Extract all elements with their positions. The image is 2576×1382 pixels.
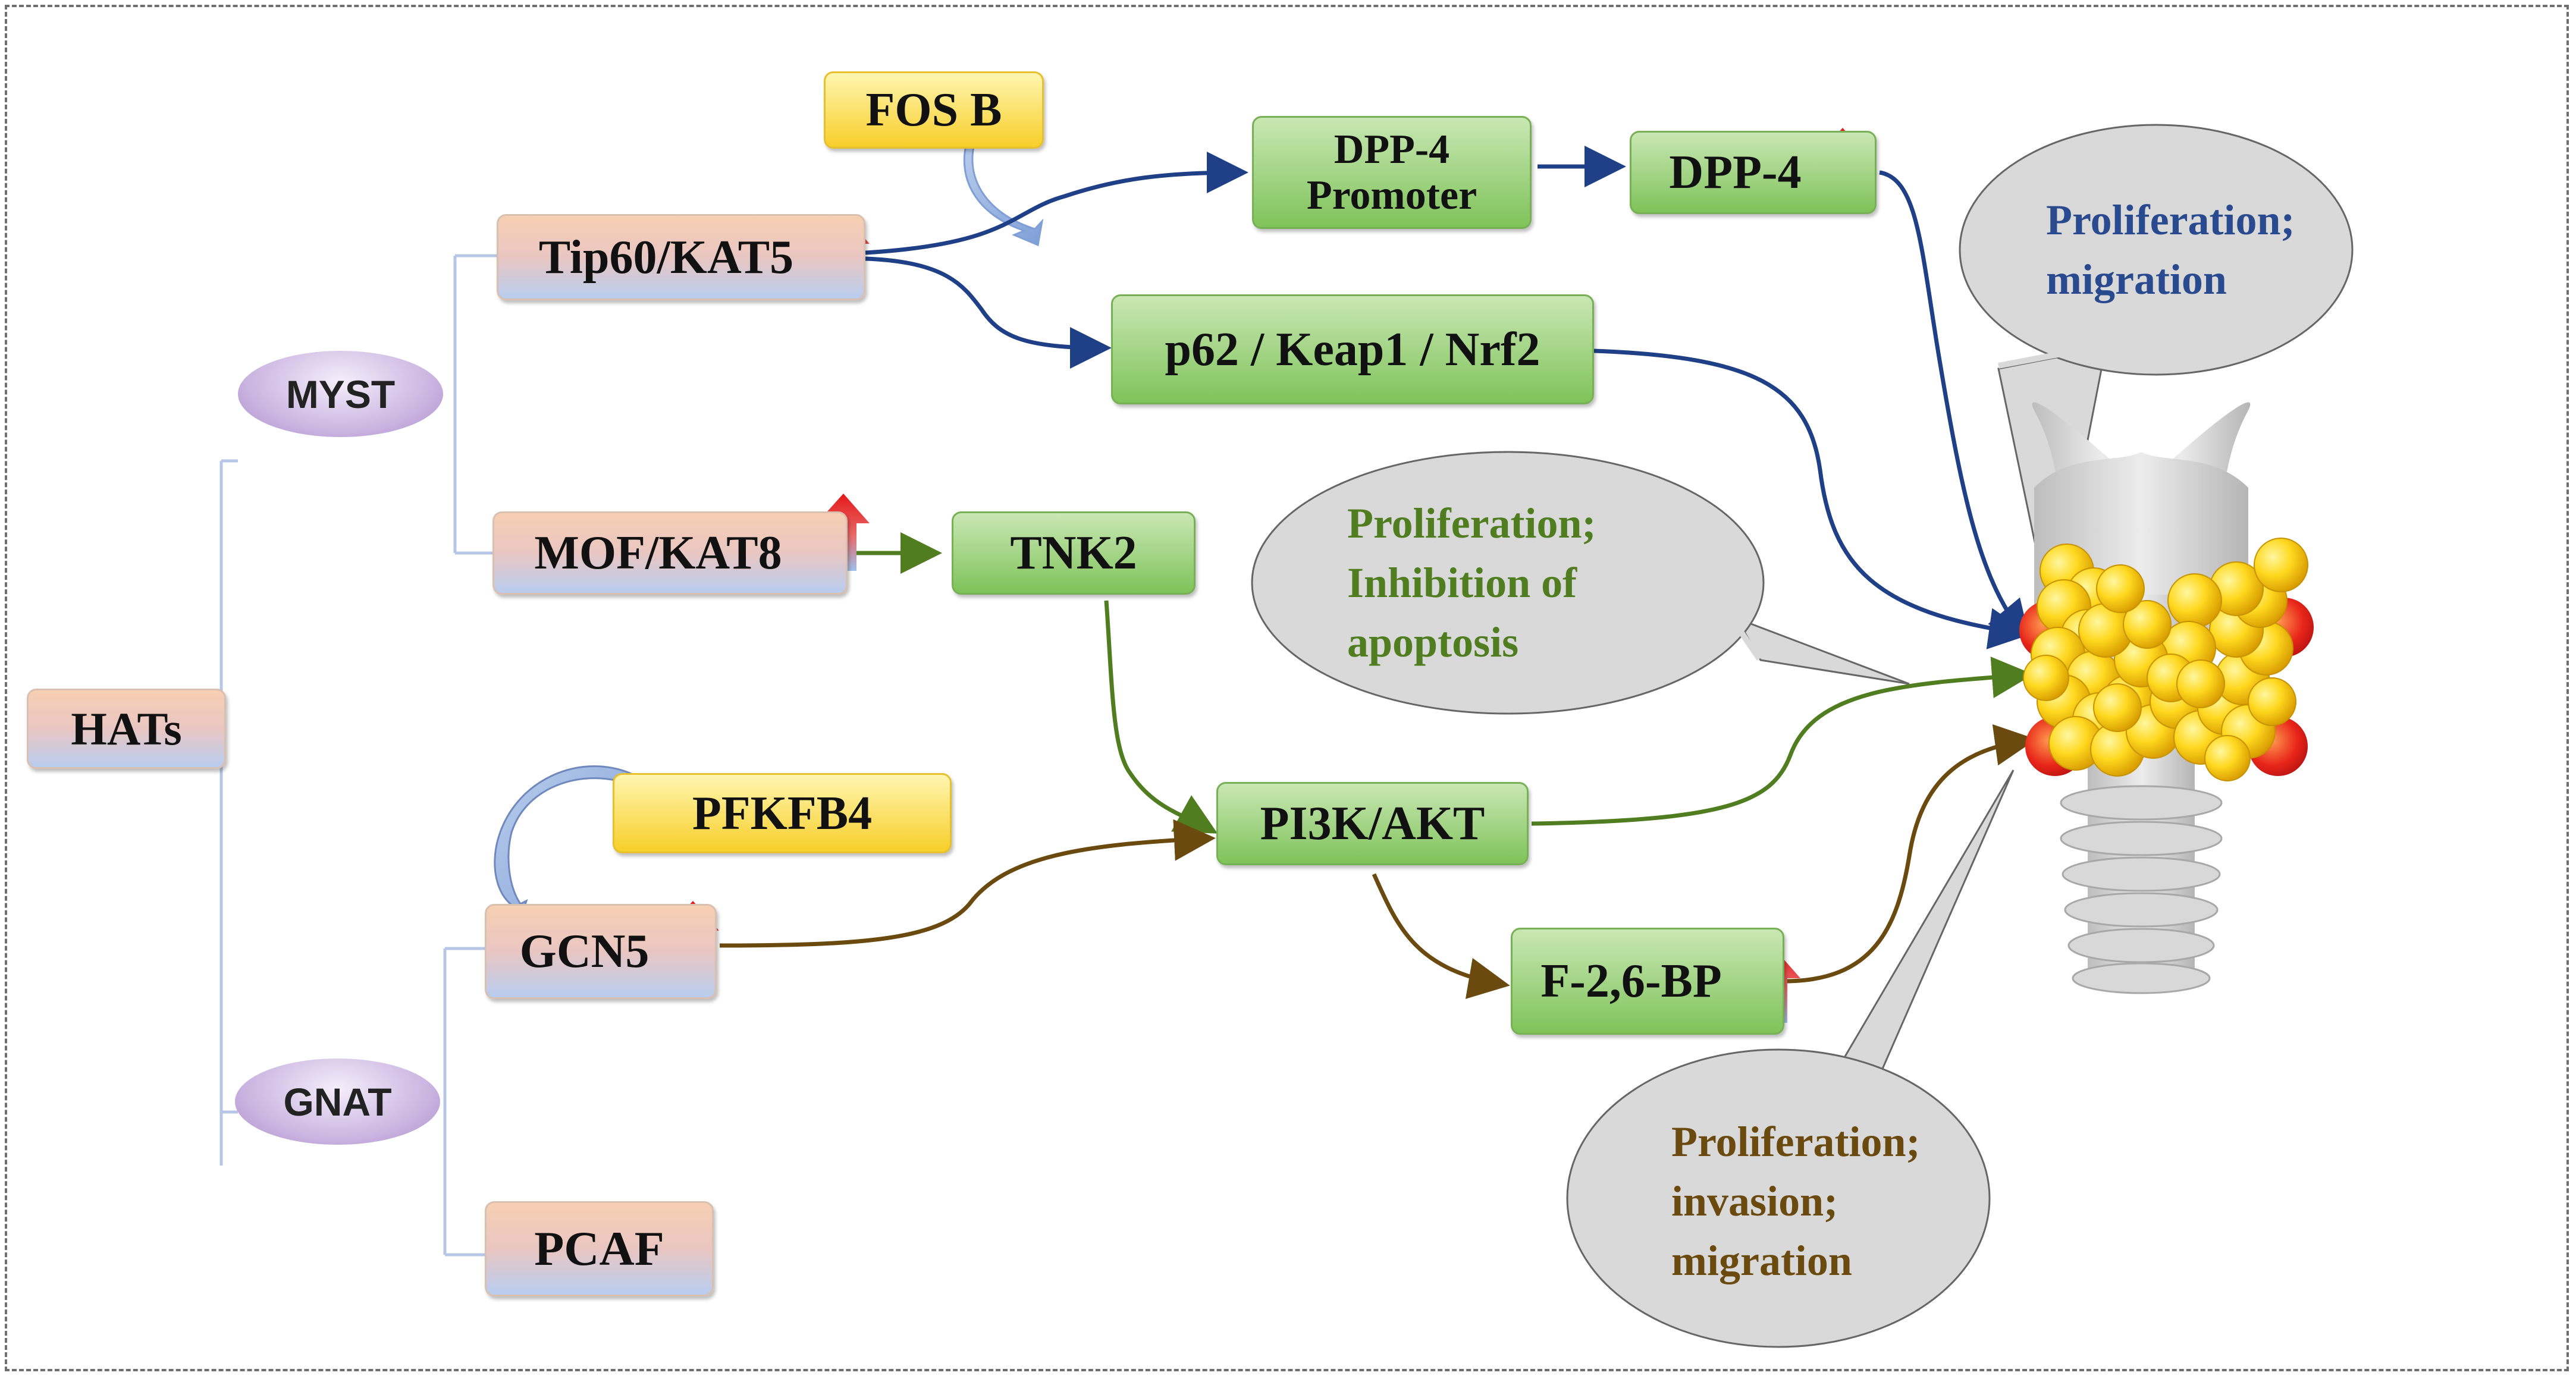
outcome-green-line1: Proliferation; bbox=[1347, 500, 1596, 547]
outcome-brown-line1: Proliferation; bbox=[1671, 1118, 1921, 1166]
dpp4-node: DPP-4 bbox=[1630, 131, 1877, 214]
outcome-blue-bubble bbox=[1959, 124, 2354, 625]
dpp4-promoter-line1: DPP-4 bbox=[1334, 127, 1450, 172]
dpp4-promoter-node: DPP-4 Promoter bbox=[1252, 116, 1532, 229]
outcome-brown-text: Proliferation; invasion; migration bbox=[1671, 1112, 1921, 1290]
mof-kat8-node: MOF/KAT8 bbox=[492, 511, 848, 595]
pfkfb4-node: PFKFB4 bbox=[613, 773, 952, 853]
dpp4-promoter-line2: Promoter bbox=[1306, 172, 1477, 218]
outcome-blue-line2: migration bbox=[2046, 256, 2227, 303]
f26bp-node: F-2,6-BP bbox=[1511, 928, 1784, 1035]
gcn5-label: GCN5 bbox=[519, 925, 650, 978]
gnat-family-node: GNAT bbox=[235, 1059, 440, 1145]
pi3k-akt-node: PI3K/AKT bbox=[1216, 782, 1529, 865]
dpp4-label: DPP-4 bbox=[1669, 146, 1802, 199]
hats-node: HATs bbox=[27, 689, 226, 769]
p62-keap1-nrf2-node: p62 / Keap1 / Nrf2 bbox=[1111, 294, 1594, 404]
pcaf-node: PCAF bbox=[485, 1201, 714, 1296]
tnk2-node: TNK2 bbox=[952, 511, 1196, 595]
f26bp-label: F-2,6-BP bbox=[1540, 955, 1722, 1007]
fosb-node: FOS B bbox=[824, 71, 1044, 149]
outcome-green-line2: Inhibition of bbox=[1347, 559, 1577, 607]
mof-label: MOF/KAT8 bbox=[534, 527, 782, 579]
fosb-curl-arrow bbox=[963, 138, 1044, 247]
outcome-green-text: Proliferation; Inhibition of apoptosis bbox=[1347, 494, 1596, 672]
outcome-green-bubble bbox=[1251, 451, 1910, 715]
outcome-blue-text: Proliferation; migration bbox=[2046, 190, 2295, 309]
green-pathway-arrows bbox=[848, 532, 2034, 834]
blue-pathway-arrows bbox=[865, 146, 2031, 649]
diagram-frame bbox=[5, 5, 2569, 1371]
thyroid-gland-icon bbox=[2019, 402, 2314, 994]
tip60-kat5-node: Tip60/KAT5 bbox=[497, 214, 865, 300]
brown-pathway-arrows bbox=[719, 724, 2037, 999]
outcome-brown-bubble bbox=[1566, 769, 2015, 1348]
outcome-green-line3: apoptosis bbox=[1347, 618, 1519, 666]
gcn5-node: GCN5 bbox=[485, 904, 717, 999]
outcome-brown-line3: migration bbox=[1671, 1237, 1852, 1284]
myst-family-node: MYST bbox=[238, 351, 443, 437]
tip60-label: Tip60/KAT5 bbox=[538, 231, 794, 284]
outcome-brown-line2: invasion; bbox=[1671, 1177, 1838, 1225]
outcome-blue-line1: Proliferation; bbox=[2046, 196, 2295, 244]
